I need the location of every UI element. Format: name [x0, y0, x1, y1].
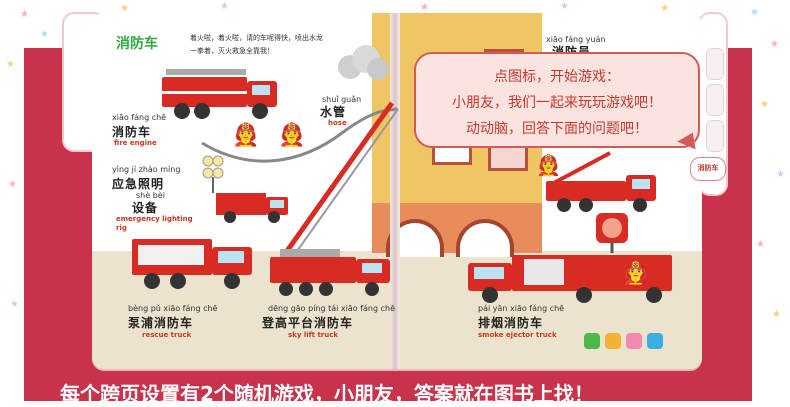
page-intro-line1: 着火啦，着火啦，请的车呢得快，喷出水龙 [190, 34, 323, 42]
label-sky-lift-truck: 登高平台消防车 [262, 316, 354, 330]
page-intro-line2: 一拳着，灭火救急全靠我！ [190, 47, 274, 55]
smoke-cloud-illustration [338, 45, 389, 80]
page-title: 消防车 [116, 36, 158, 52]
label-pinyin: shè bèi [136, 191, 165, 200]
side-tab [706, 120, 724, 152]
badge-label: 消防车 [697, 164, 719, 172]
lighting-truck-illustration[interactable] [212, 185, 292, 225]
label-smoke-ejector-en: smoke ejector truck [478, 331, 557, 339]
label-pinyin: xiāo fáng chē [112, 113, 167, 122]
fire-truck-badge-icon[interactable]: 消防车 [690, 157, 726, 181]
clover-icon[interactable] [584, 333, 600, 349]
heart-icon[interactable] [626, 333, 642, 349]
label-rescue-truck-en: rescue truck [142, 331, 192, 339]
label-rescue-truck: 泵浦消防车 [128, 316, 194, 330]
firefighter-illustration[interactable]: 👨‍🚒 [232, 123, 260, 148]
ladder-truck-illustration[interactable] [540, 145, 660, 215]
lighting-rig-illustration [202, 155, 224, 193]
bubble-line-3: 动动脑，回答下面的问题吧！ [466, 121, 648, 137]
bubble-line-1: 点图标，开始游戏： [494, 69, 620, 85]
label-fire-engine-en: fire engine [114, 139, 157, 147]
smoke-ejector-truck-illustration[interactable] [464, 245, 684, 309]
firefighter-illustration[interactable]: 👨‍🚒 [536, 153, 561, 177]
firefighter-illustration[interactable]: 👨‍🚒 [622, 261, 650, 286]
label-lighting: 应急照明 [112, 177, 165, 191]
bubble-line-2: 小朋友，我们一起来玩玩游戏吧！ [452, 95, 662, 111]
label-equipment: 设备 [132, 201, 159, 215]
label-smoke-ejector: 排烟消防车 [478, 316, 544, 330]
smoke-fan-illustration [596, 213, 628, 253]
label-hose-en: hose [328, 119, 347, 127]
rescue-truck-illustration[interactable] [128, 235, 258, 295]
promo-caption: 每个跨页设置有2个随机游戏，小朋友，答案就在图书上找！ [60, 382, 594, 406]
label-pinyin: shuǐ guǎn [322, 95, 362, 104]
side-tab [706, 48, 724, 80]
label-pinyin: xiāo fáng yuán [546, 35, 606, 44]
label-pinyin: pái yān xiāo fáng chē [478, 304, 565, 313]
label-sky-lift-truck-en: sky lift truck [288, 331, 339, 339]
side-tab [706, 84, 724, 116]
star-icon[interactable] [605, 333, 621, 349]
fire-engine-illustration[interactable] [152, 65, 282, 125]
label-pinyin: yìng jí zhào míng [112, 165, 181, 174]
sky-lift-truck-illustration[interactable] [266, 243, 396, 303]
label-hose: 水管 [320, 105, 347, 119]
label-pinyin: dēng gāo píng tái xiāo fáng chē [268, 304, 396, 313]
book-spine [390, 13, 400, 369]
square-icon[interactable] [647, 333, 663, 349]
label-fire-engine: 消防车 [112, 125, 152, 139]
game-prompt-bubble: 点图标，开始游戏： 小朋友，我们一起来玩玩游戏吧！ 动动脑，回答下面的问题吧！ [414, 52, 700, 148]
firefighter-illustration[interactable]: 👨‍🚒 [278, 123, 306, 148]
label-pinyin: bèng pǔ xiāo fáng chē [128, 304, 218, 313]
label-lighting-rig-en: emergency lighting rig [116, 215, 193, 232]
ladder-illustration [279, 101, 399, 262]
